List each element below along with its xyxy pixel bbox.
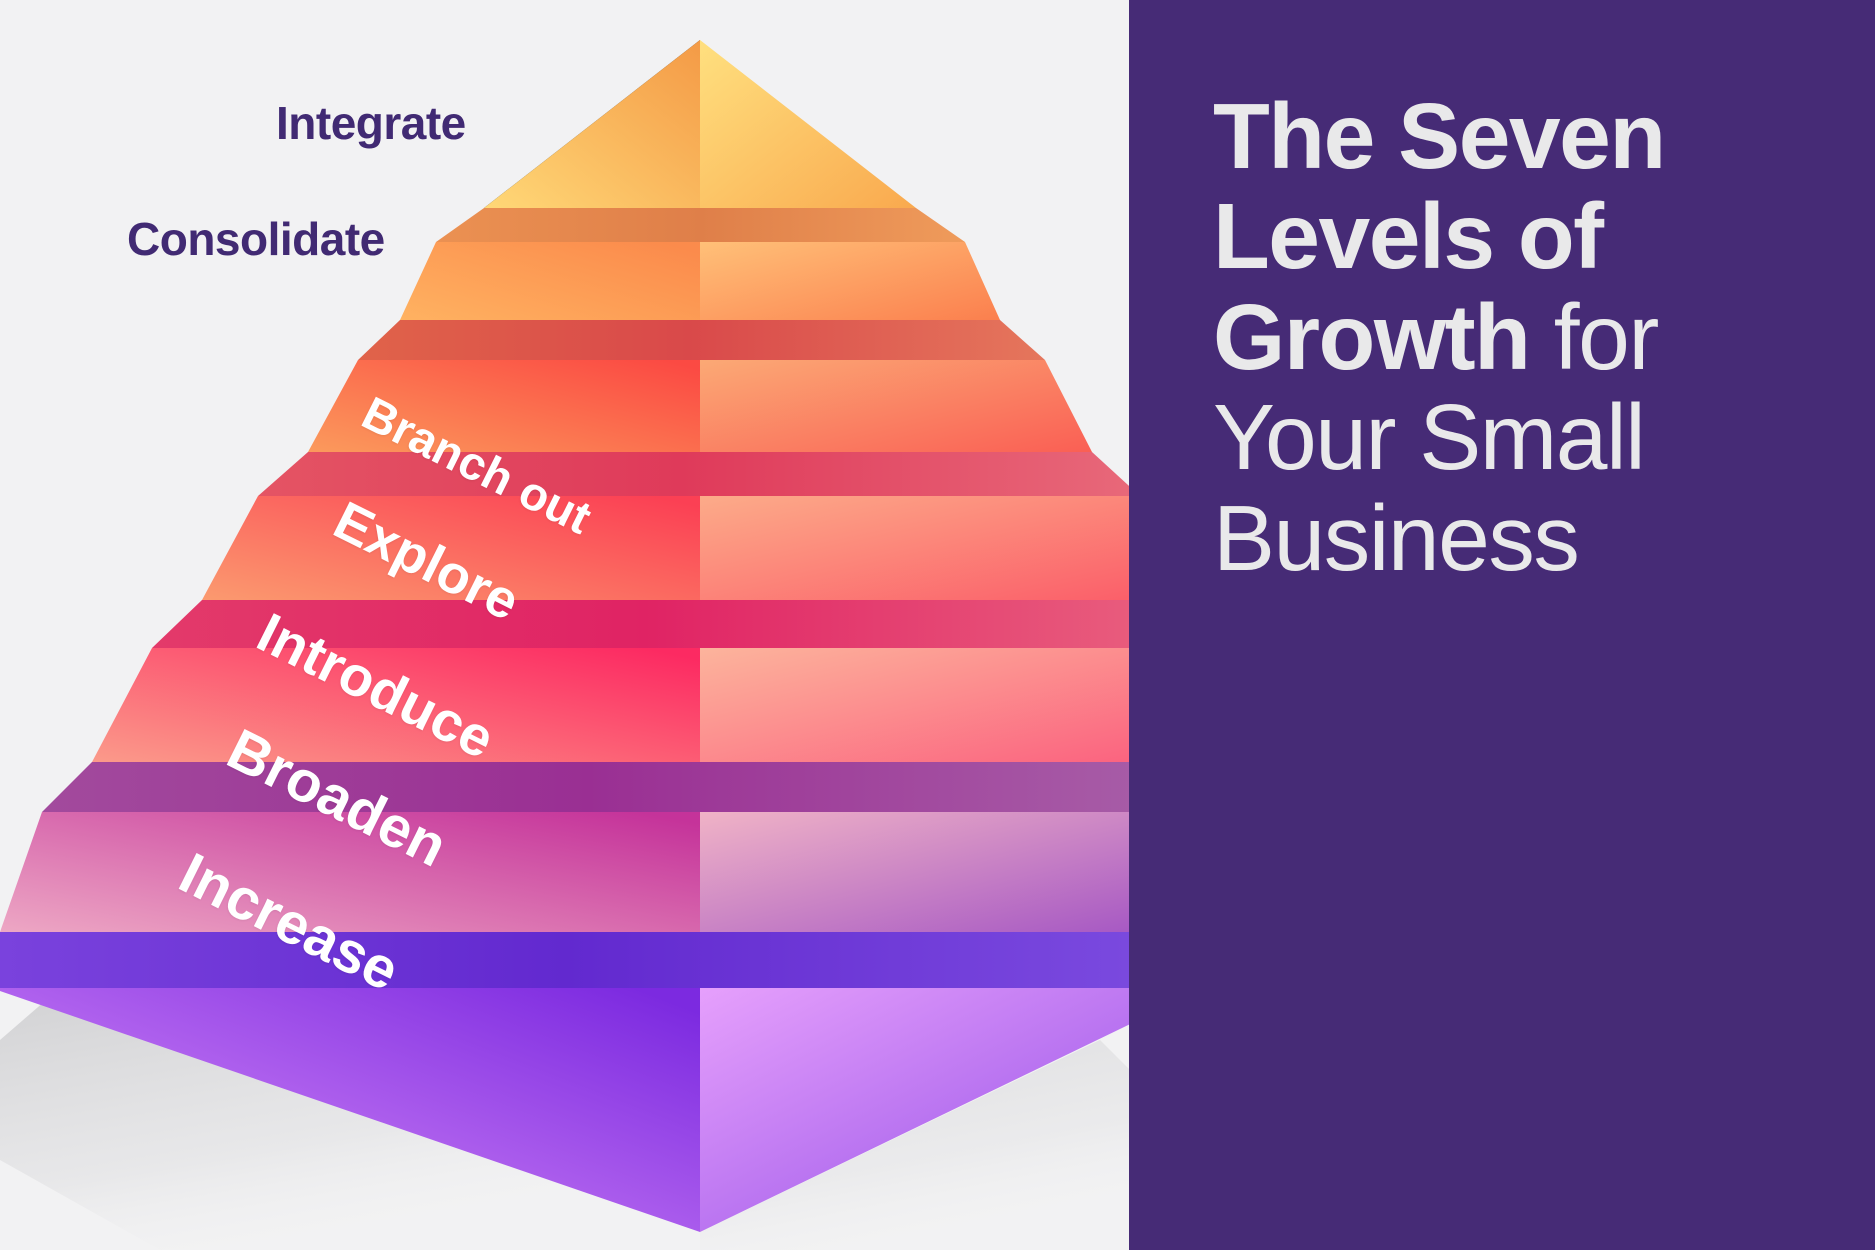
page-title-regular: for Your Small Business bbox=[1213, 284, 1659, 590]
level-broaden-bevel bbox=[42, 762, 1180, 812]
level-integrate-left-face-fill bbox=[484, 40, 700, 208]
level-introduce-right-face bbox=[700, 648, 1180, 762]
pyramid-level-broaden[interactable] bbox=[0, 762, 1180, 932]
page-title-bold: The Seven Levels of Growth bbox=[1213, 84, 1666, 389]
level-branch-out-bevel bbox=[358, 320, 1045, 360]
level-explore-right-face bbox=[700, 496, 1180, 600]
pyramid-level-consolidate[interactable] bbox=[400, 208, 1000, 320]
title-panel: The Seven Levels of Growth for Your Smal… bbox=[1129, 0, 1875, 1250]
pyramid-ground-shadow bbox=[0, 988, 1180, 1250]
level-broaden-right-face bbox=[700, 812, 1180, 932]
page-title: The Seven Levels of Growth for Your Smal… bbox=[1213, 86, 1823, 588]
level-label-consolidate: Consolidate bbox=[127, 213, 385, 265]
pyramid-level-introduce[interactable] bbox=[92, 600, 1180, 762]
pyramid-graphic bbox=[0, 40, 1180, 1250]
level-consolidate-left-face bbox=[400, 242, 700, 320]
pyramid-level-increase[interactable] bbox=[0, 932, 1180, 1232]
level-explore-bevel bbox=[258, 452, 1140, 496]
level-increase-left-face bbox=[0, 988, 700, 1232]
level-increase-bevel bbox=[0, 932, 1180, 988]
level-consolidate-bevel bbox=[436, 208, 965, 242]
level-branch-out-left-face bbox=[308, 360, 700, 452]
level-increase-right-face bbox=[700, 988, 1180, 1232]
pyramid-level-branch-out[interactable] bbox=[308, 320, 1092, 452]
pyramid-level-integrate[interactable] bbox=[484, 40, 916, 208]
level-consolidate-right-face bbox=[700, 242, 1000, 320]
level-branch-out-right-face bbox=[700, 360, 1092, 452]
level-introduce-bevel bbox=[152, 600, 1180, 648]
level-explore-left-face bbox=[202, 496, 700, 600]
level-label-integrate: Integrate bbox=[276, 97, 466, 149]
pyramid-level-explore[interactable] bbox=[202, 452, 1180, 600]
level-broaden-left-face bbox=[0, 812, 700, 932]
level-integrate-right-face bbox=[700, 40, 916, 208]
level-introduce-left-face bbox=[92, 648, 700, 762]
